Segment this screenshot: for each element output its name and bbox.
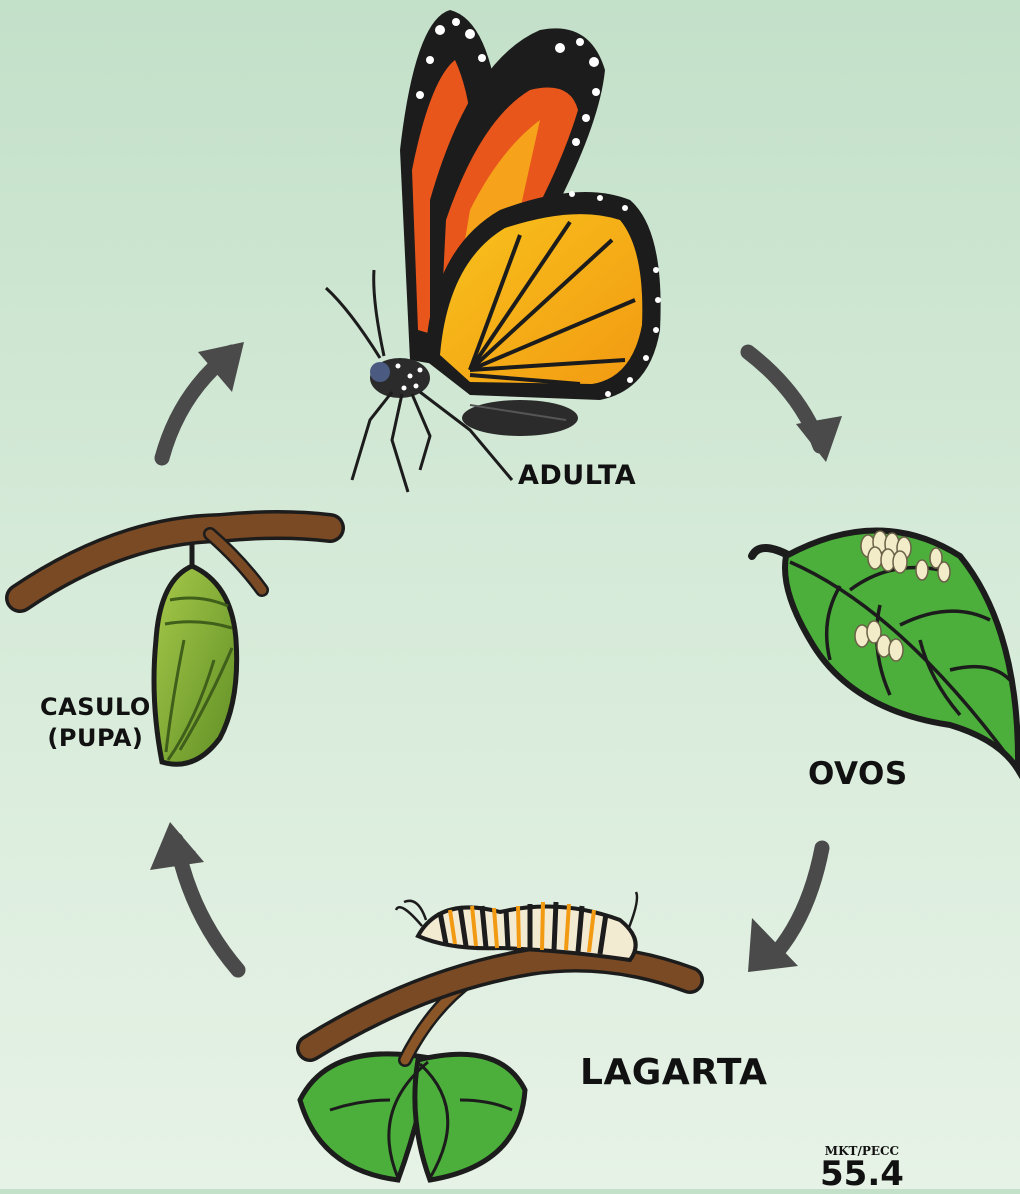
caterpillar-on-branch-icon: [300, 892, 690, 1180]
leaf-with-eggs-icon: [752, 531, 1018, 771]
stage-label-adult: ADULTA: [518, 460, 636, 491]
butterfly-icon: [326, 10, 661, 492]
stage-label-pupa-line2: (PUPA): [40, 723, 151, 754]
arrow-eggs-to-caterpillar: [748, 848, 822, 972]
stage-label-caterpillar: LAGARTA: [580, 1052, 767, 1093]
arrow-adult-to-eggs: [748, 352, 842, 462]
arrow-caterpillar-to-pupa: [150, 822, 238, 970]
arrow-pupa-to-adult: [162, 342, 244, 458]
stage-label-pupa-line1: CASULO: [40, 692, 151, 723]
credit-block: MKT/PECC 55.4: [820, 1144, 904, 1190]
credit-number: 55.4: [820, 1158, 904, 1190]
stage-label-eggs: OVOS: [808, 756, 908, 792]
stage-label-pupa: CASULO (PUPA): [40, 692, 151, 754]
